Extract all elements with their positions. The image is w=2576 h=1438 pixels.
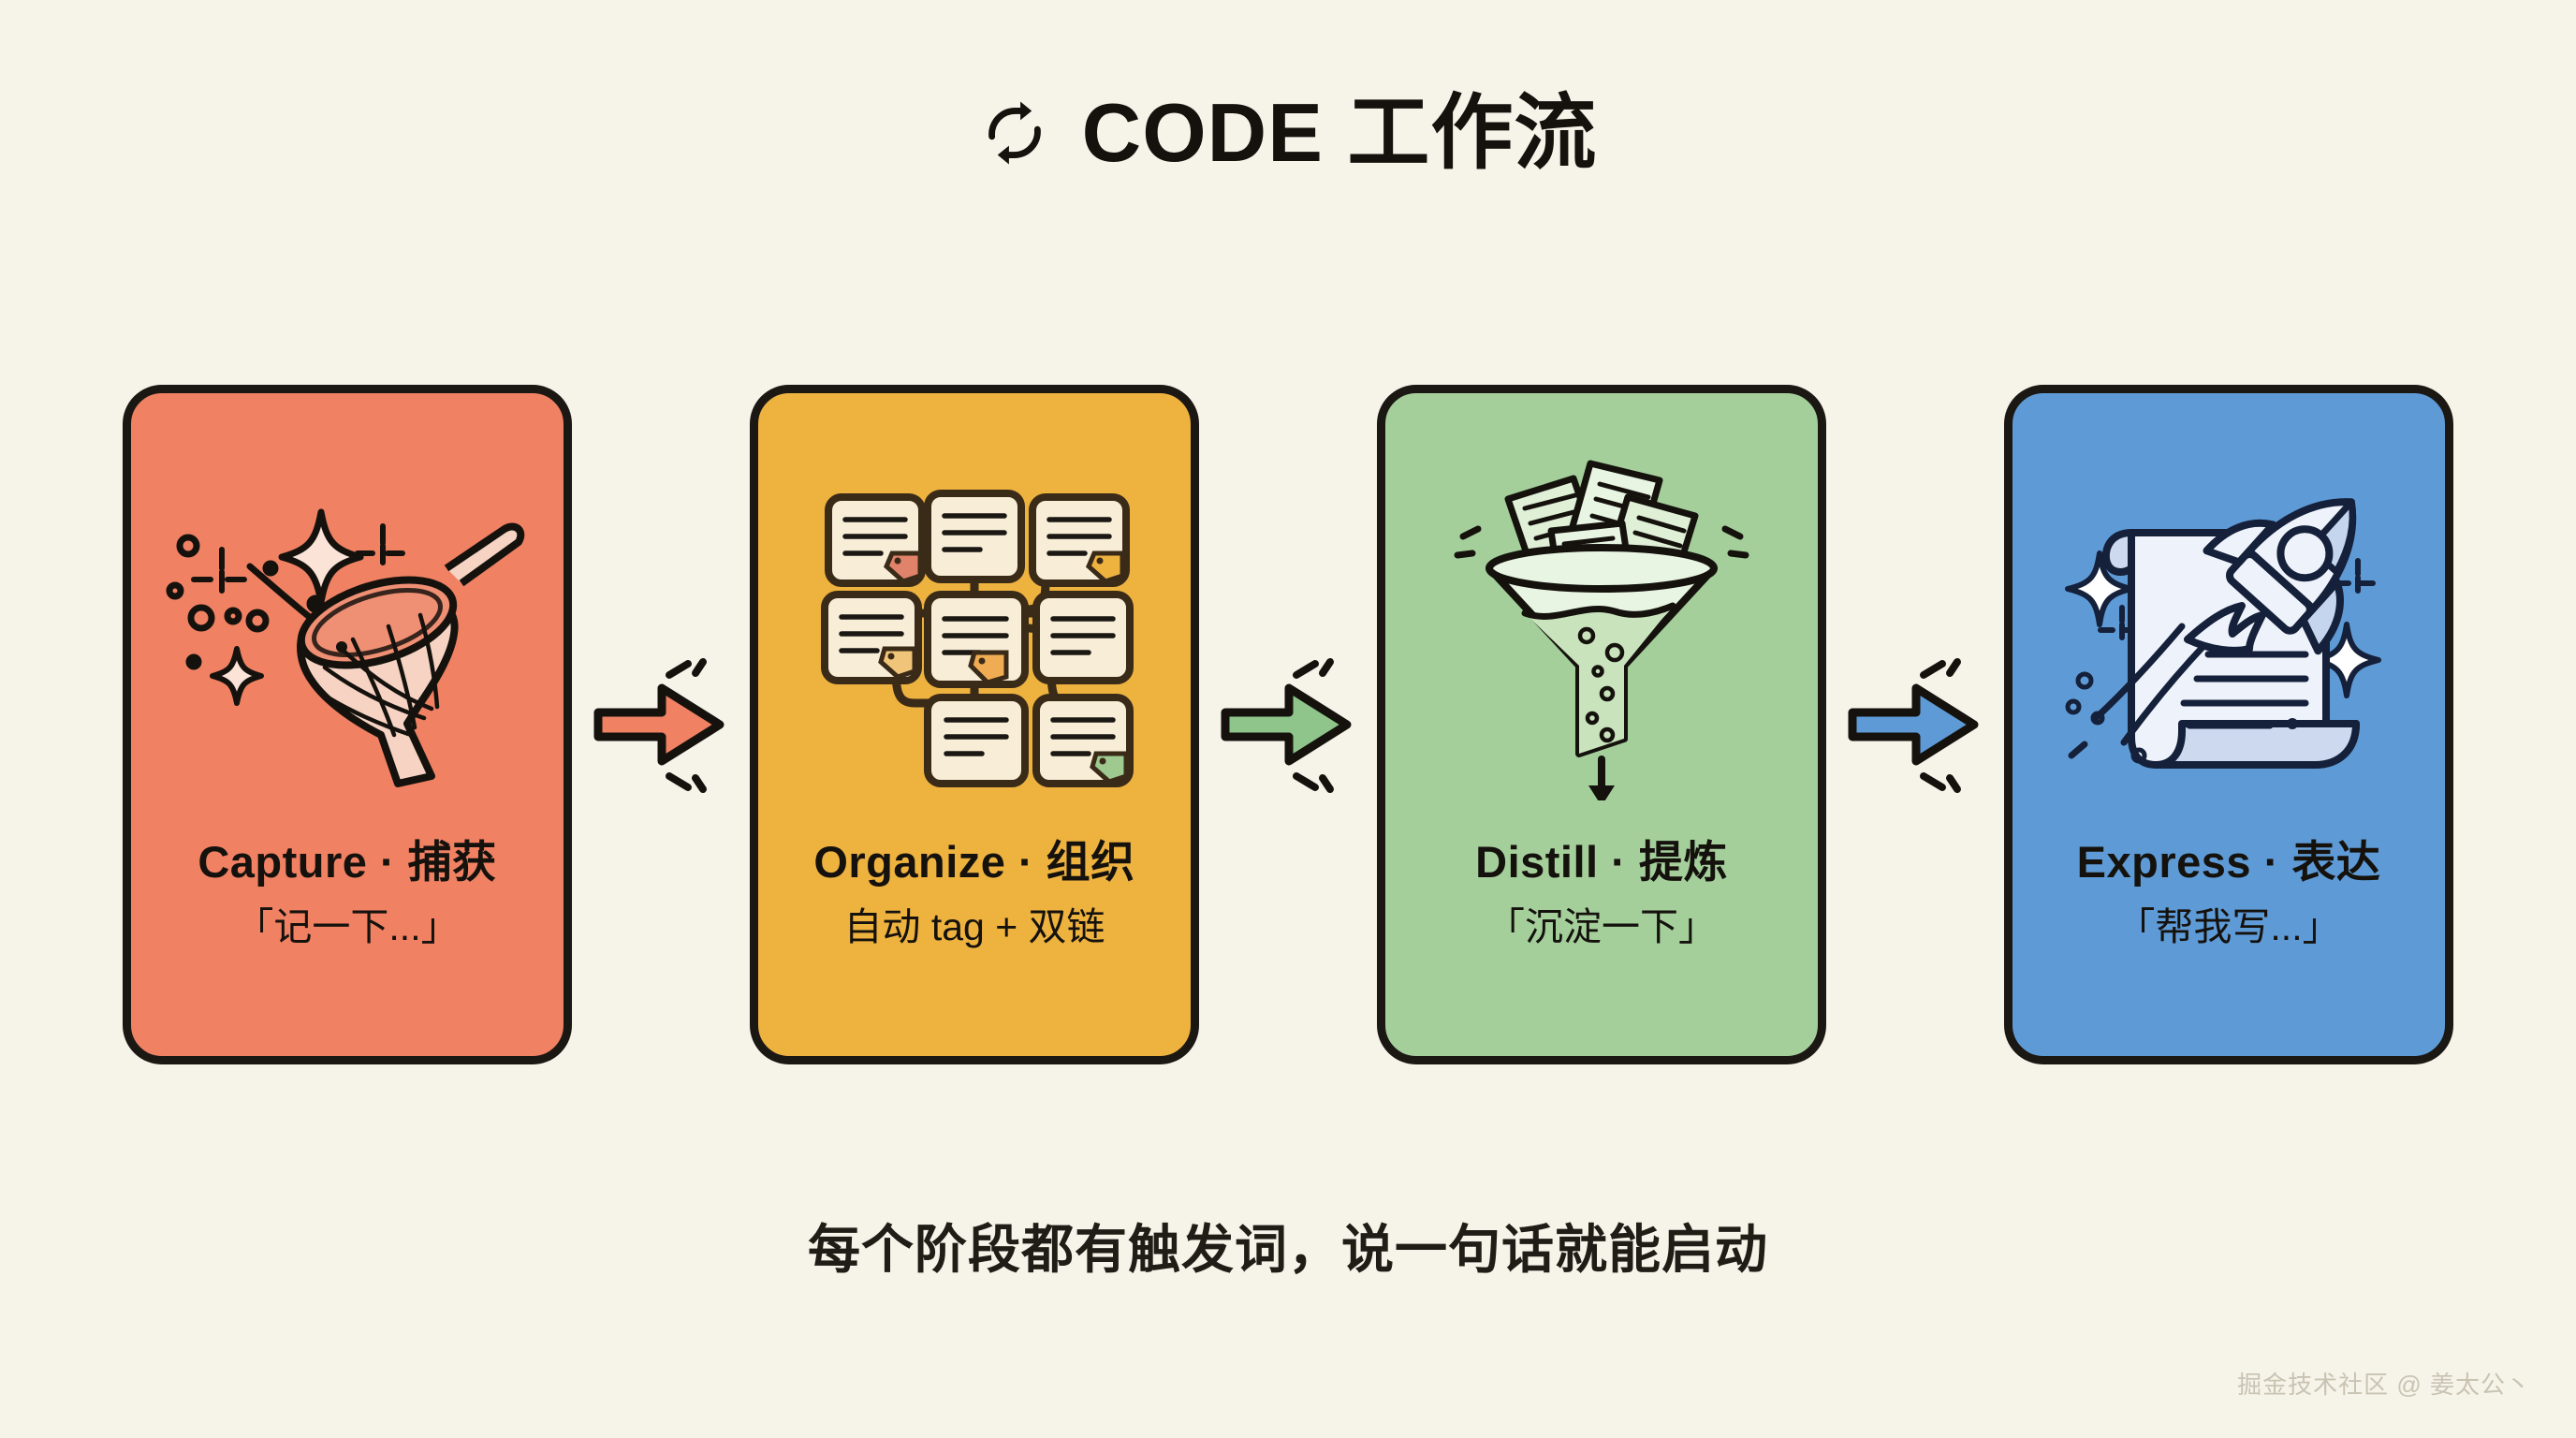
arrow-distill-to-express	[1826, 631, 2004, 818]
stage-title: Distill · 提炼	[1475, 837, 1728, 887]
funnel-diamond-icon	[1385, 393, 1818, 833]
stage-title: Organize · 组织	[813, 837, 1135, 887]
stage-subtitle: 自动 tag + 双链	[843, 905, 1105, 949]
stage-subtitle: 「沉淀一下」	[1486, 905, 1717, 949]
stage-card-distill[interactable]: Distill · 提炼 「沉淀一下」	[1377, 385, 1826, 1064]
arrow-organize-to-distill	[1199, 631, 1377, 818]
stage-card-capture[interactable]: Capture · 捕获 「记一下...」	[123, 385, 572, 1064]
footer-caption: 每个阶段都有触发词，说一句话就能启动	[808, 1220, 1768, 1279]
code-workflow-flow: Capture · 捕获 「记一下...」	[0, 378, 2576, 1071]
page-header: CODE 工作流	[0, 92, 2576, 174]
arrow-capture-to-organize	[572, 631, 750, 818]
stage-subtitle: 「记一下...」	[235, 905, 460, 949]
stage-card-organize[interactable]: Organize · 组织 自动 tag + 双链	[750, 385, 1199, 1064]
stage-card-express[interactable]: Express · 表达 「帮我写...」	[2004, 385, 2453, 1064]
stage-title: Express · 表达	[2076, 837, 2381, 887]
stage-title: Capture · 捕获	[198, 837, 497, 887]
stage-subtitle: 「帮我写...」	[2116, 905, 2341, 949]
linked-notes-network-icon	[758, 393, 1191, 833]
page-title: CODE 工作流	[1081, 86, 1598, 179]
rocket-scroll-icon	[2012, 393, 2445, 833]
refresh-cycle-icon	[979, 97, 1050, 169]
watermark: 掘金技术社区 @ 姜太公丶	[2237, 1371, 2531, 1399]
butterfly-net-sparkles-icon	[131, 393, 564, 833]
